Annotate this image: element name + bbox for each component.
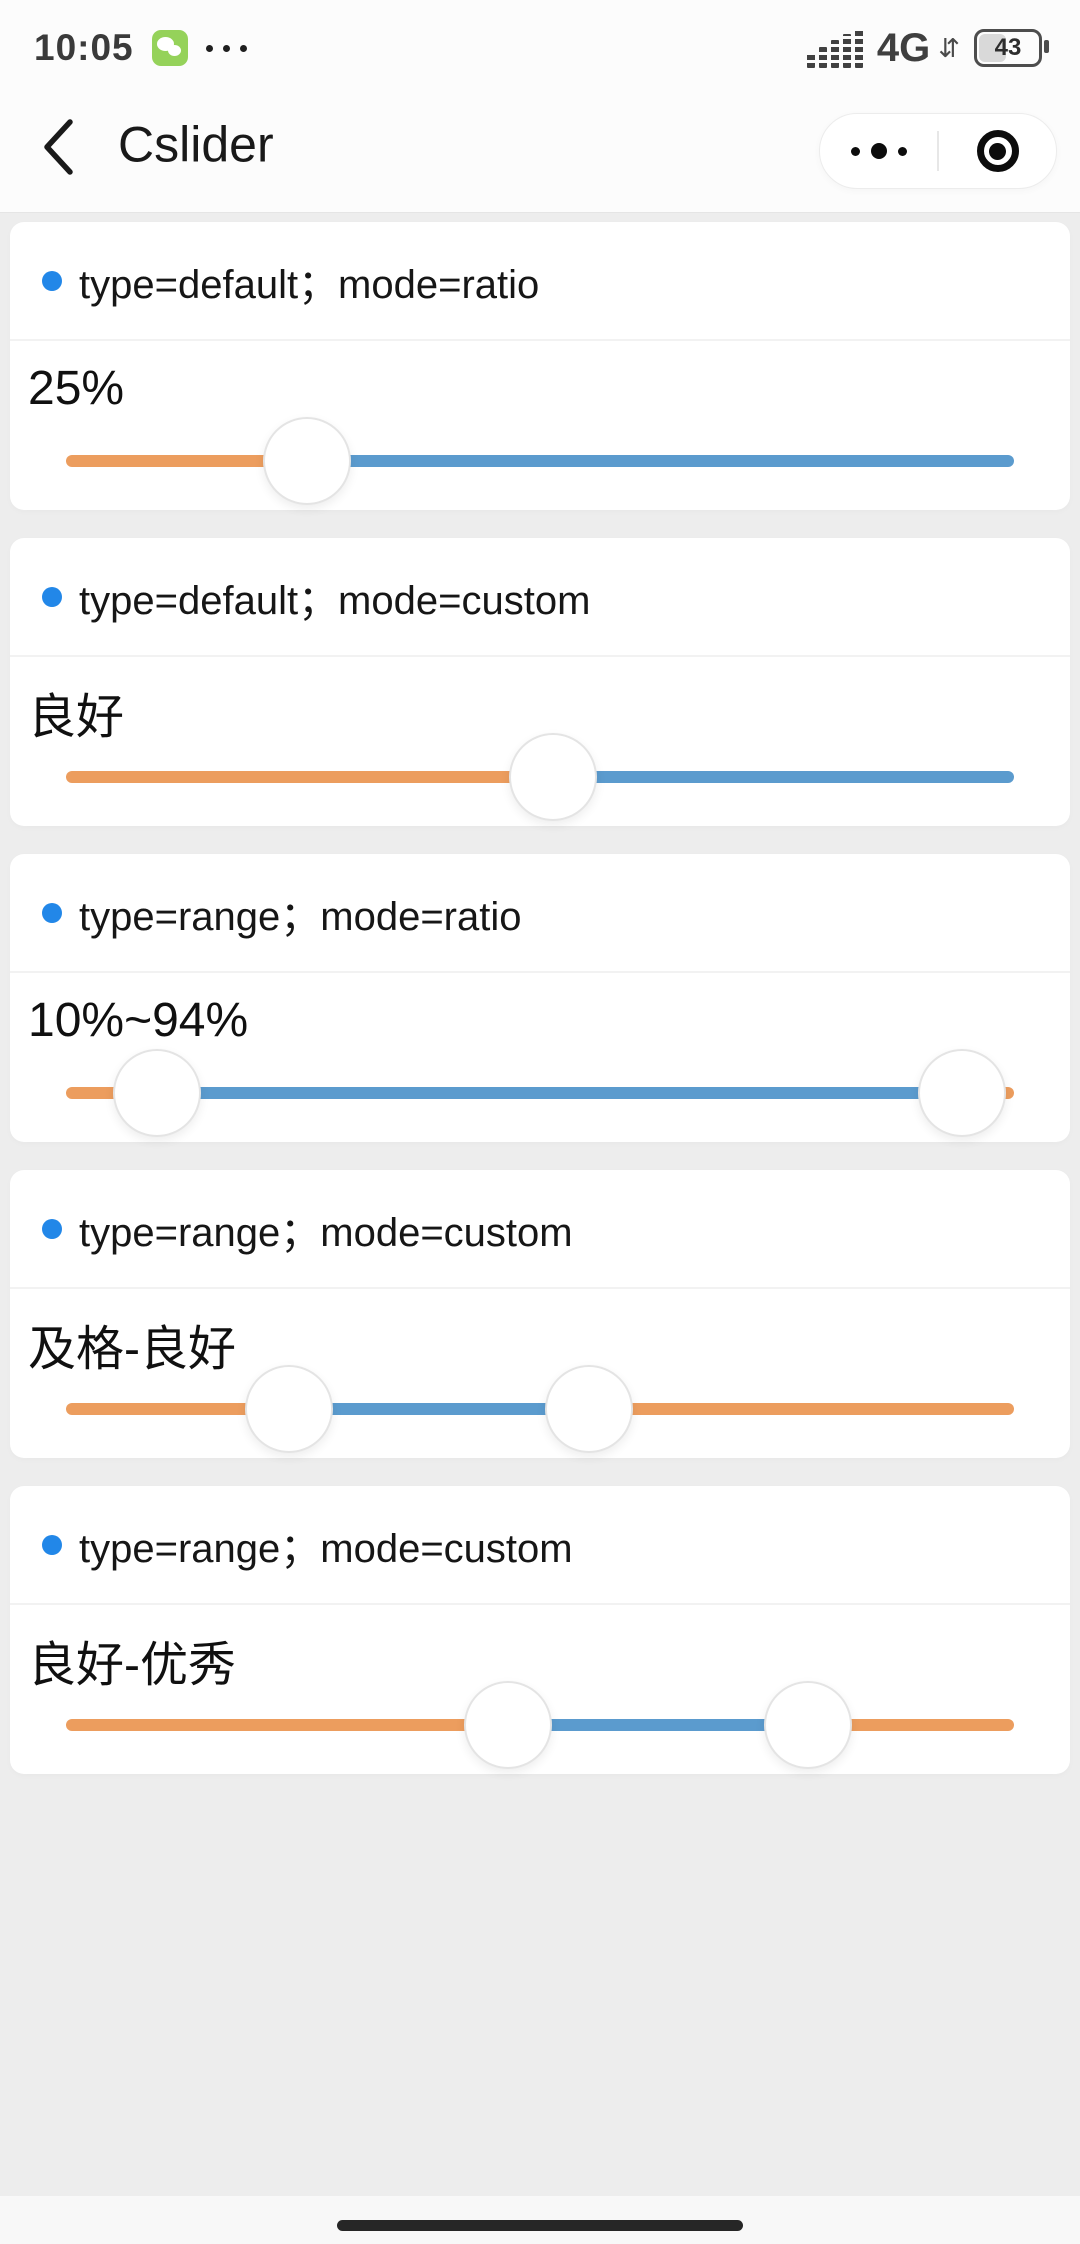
network-type-label: 4G — [876, 25, 931, 70]
status-bar: 10:05 4G ⇵ 43 — [0, 0, 1080, 82]
track-segment — [288, 1403, 590, 1415]
slider-value-label: 良好-优秀 — [28, 1639, 236, 1692]
three-dots-icon — [205, 44, 247, 52]
slider-handle[interactable] — [764, 1681, 853, 1769]
miniprogram-capsule — [819, 113, 1057, 189]
demo-card: type=default；mode=ratio 25% — [10, 222, 1070, 510]
card-title-text: type=default；mode=custom — [79, 578, 591, 623]
demo-card: type=range；mode=custom 及格-良好 — [10, 1170, 1070, 1458]
slider-value-label: 良好 — [28, 691, 125, 744]
card-body: 25% — [10, 341, 1070, 510]
slider-handle[interactable] — [463, 1681, 552, 1769]
track-segment — [66, 771, 554, 783]
card-title-text: type=range；mode=custom — [79, 1210, 573, 1255]
slider-track[interactable] — [66, 455, 1014, 467]
capsule-exit-button[interactable] — [939, 114, 1056, 188]
track-segment — [553, 771, 1014, 783]
more-dots-icon — [850, 143, 907, 159]
home-indicator-bar[interactable] — [337, 2220, 743, 2231]
clock: 10:05 — [34, 27, 134, 68]
card-body: 良好 — [10, 657, 1070, 826]
demo-card: type=range；mode=custom 良好-优秀 — [10, 1486, 1070, 1774]
slider[interactable] — [66, 1681, 1014, 1769]
card-body: 及格-良好 — [10, 1289, 1070, 1458]
card-body: 良好-优秀 — [10, 1605, 1070, 1774]
nav-bar: Cslider — [0, 82, 1080, 212]
blue-dot-icon — [42, 1534, 62, 1555]
demo-card: type=range；mode=ratio 10%~94% — [10, 854, 1070, 1142]
track-segment — [306, 455, 1014, 467]
card-title-row: type=default；mode=ratio — [10, 222, 1070, 341]
slider[interactable] — [66, 417, 1014, 505]
slider-handle[interactable] — [113, 1049, 201, 1137]
slider-track[interactable] — [66, 1719, 1014, 1731]
card-body: 10%~94% — [10, 973, 1070, 1142]
page-title: Cslider — [118, 116, 274, 173]
slider[interactable] — [66, 733, 1014, 821]
track-segment — [66, 1719, 508, 1731]
slider-value-label: 10%~94% — [28, 994, 249, 1047]
card-title-row: type=range；mode=custom — [10, 1170, 1070, 1289]
slider-track[interactable] — [66, 1087, 1014, 1099]
battery-icon: 43 — [974, 29, 1049, 67]
slider-handle[interactable] — [244, 1365, 333, 1453]
slider-track[interactable] — [66, 1403, 1014, 1415]
cards: type=default；mode=ratio 25% type=default… — [0, 213, 1080, 2244]
slider[interactable] — [66, 1049, 1014, 1137]
blue-dot-icon — [42, 586, 62, 607]
card-title-text: type=range；mode=ratio — [79, 894, 522, 939]
track-segment — [507, 1719, 809, 1731]
track-segment — [66, 455, 307, 467]
track-segment — [589, 1403, 1014, 1415]
slider-value-label: 25% — [28, 362, 125, 415]
slider-handle[interactable] — [917, 1049, 1006, 1137]
card-title-row: type=default；mode=custom — [10, 538, 1070, 657]
chevron-left-icon — [44, 119, 73, 175]
track-segment — [157, 1087, 962, 1099]
slider-handle[interactable] — [545, 1365, 634, 1453]
slider-track[interactable] — [66, 771, 1014, 783]
battery-percent-label: 43 — [994, 34, 1022, 61]
demo-card: type=default；mode=custom 良好 — [10, 538, 1070, 826]
battery-fill — [979, 34, 1006, 62]
card-title-text: type=range；mode=custom — [79, 1526, 573, 1571]
card-title-row: type=range；mode=ratio — [10, 854, 1070, 973]
blue-dot-icon — [42, 902, 62, 923]
blue-dot-icon — [42, 270, 62, 291]
slider-handle[interactable] — [509, 733, 598, 821]
target-circle-icon — [976, 130, 1019, 172]
bottom-bar — [0, 2196, 1080, 2244]
battery-nub — [1044, 40, 1049, 53]
slider-handle[interactable] — [262, 417, 351, 505]
slider[interactable] — [66, 1365, 1014, 1453]
card-title-row: type=range；mode=custom — [10, 1486, 1070, 1605]
capsule-more-button[interactable] — [820, 114, 937, 188]
card-title-text: type=default；mode=ratio — [79, 262, 540, 307]
signal-bars-icon — [806, 28, 863, 68]
capsule-divider — [937, 131, 939, 171]
slider-value-label: 及格-良好 — [28, 1323, 236, 1376]
track-segment — [66, 1403, 289, 1415]
up-down-arrows-icon: ⇵ — [938, 32, 960, 63]
back-button[interactable] — [38, 115, 88, 179]
track-segment — [808, 1719, 1014, 1731]
header: 10:05 4G ⇵ 43 Cslider — [0, 0, 1080, 213]
wechat-icon — [151, 30, 188, 66]
blue-dot-icon — [42, 1218, 62, 1239]
